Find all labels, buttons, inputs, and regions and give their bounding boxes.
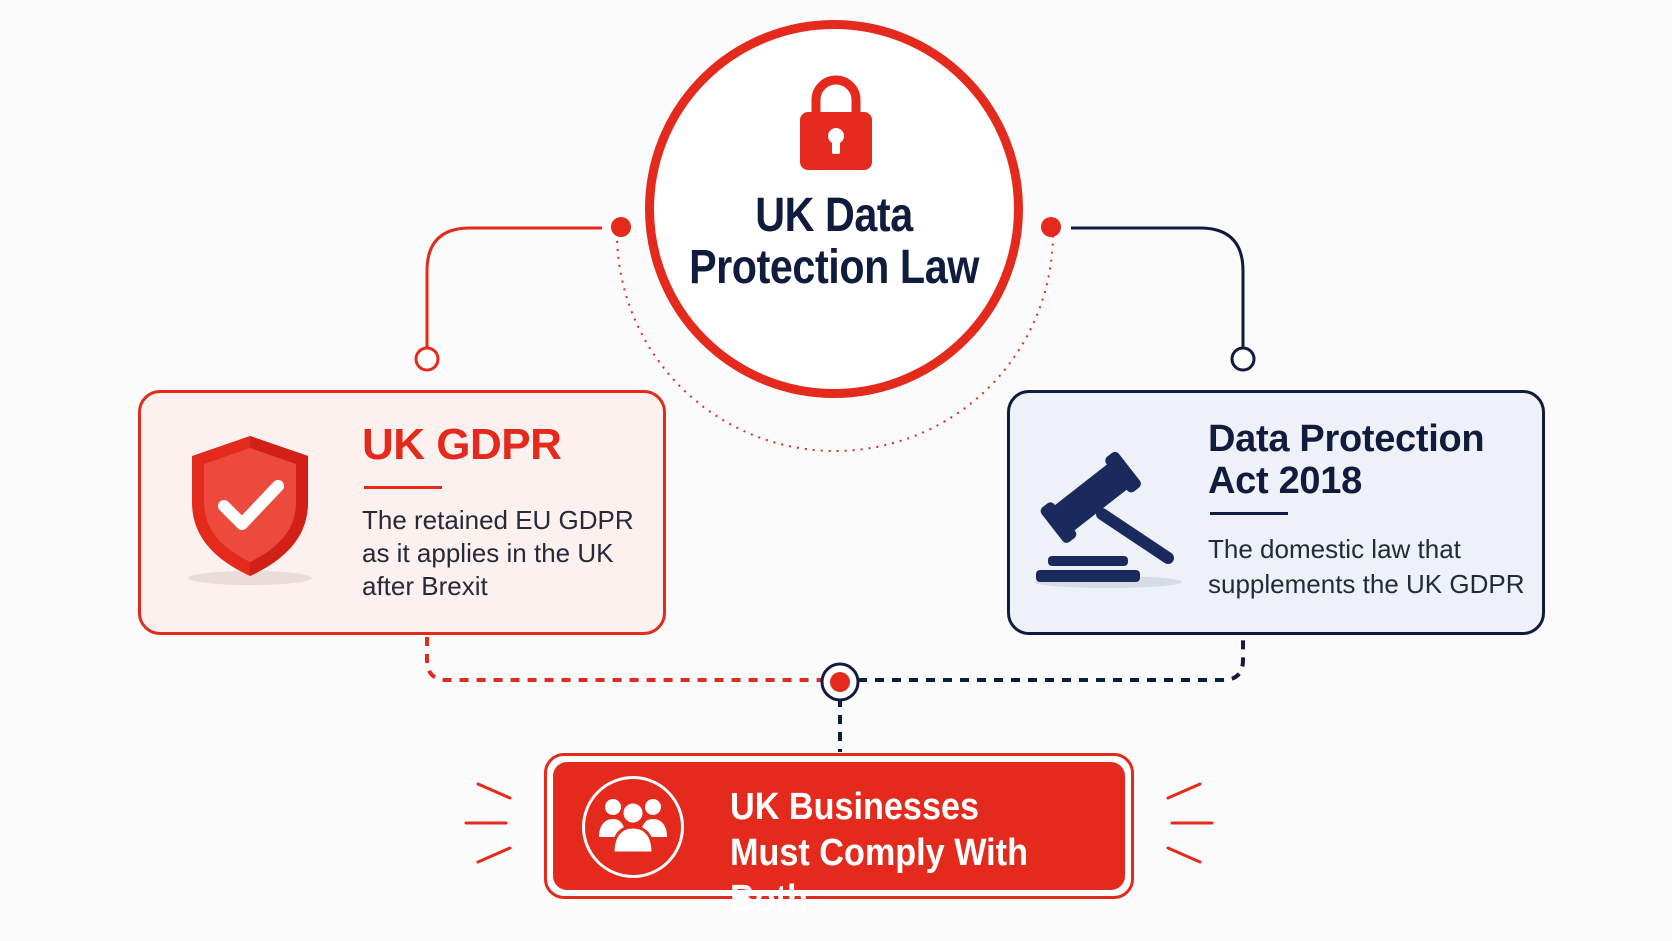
people-icon-ring [582,776,684,878]
uk-gdpr-divider [364,486,442,489]
dotted-arc [616,232,1054,452]
dpa-2018-title: Data Protection Act 2018 [1208,418,1485,502]
uk-gdpr-title: UK GDPR [362,420,562,469]
dpa-2018-description: The domestic law that supplements the UK… [1208,534,1525,599]
right-connector [1071,226,1245,350]
right-accent-rays [1166,782,1214,864]
center-circle [645,20,1023,398]
dpa-2018-divider [1210,512,1288,515]
shield-check-icon [188,436,312,585]
left-connector-end [414,346,440,372]
gavel-icon [1034,451,1182,588]
left-connector [425,226,602,350]
uk-gdpr-description: The retained EU GDPR as it applies in th… [362,505,634,601]
lock-icon [800,75,872,170]
right-dashed-connector [858,637,1245,682]
right-connector-dot [1041,217,1061,237]
people-group-icon [599,799,667,855]
left-connector-dot [611,217,631,237]
right-connector-end [1230,346,1256,372]
center-title: UK Data Protection Law [689,189,979,294]
left-accent-rays [464,782,512,864]
compliance-banner-text: UK Businesses Must Comply With Both [730,786,1028,920]
left-dashed-connector [425,637,822,682]
junction-node-dot [830,672,850,692]
